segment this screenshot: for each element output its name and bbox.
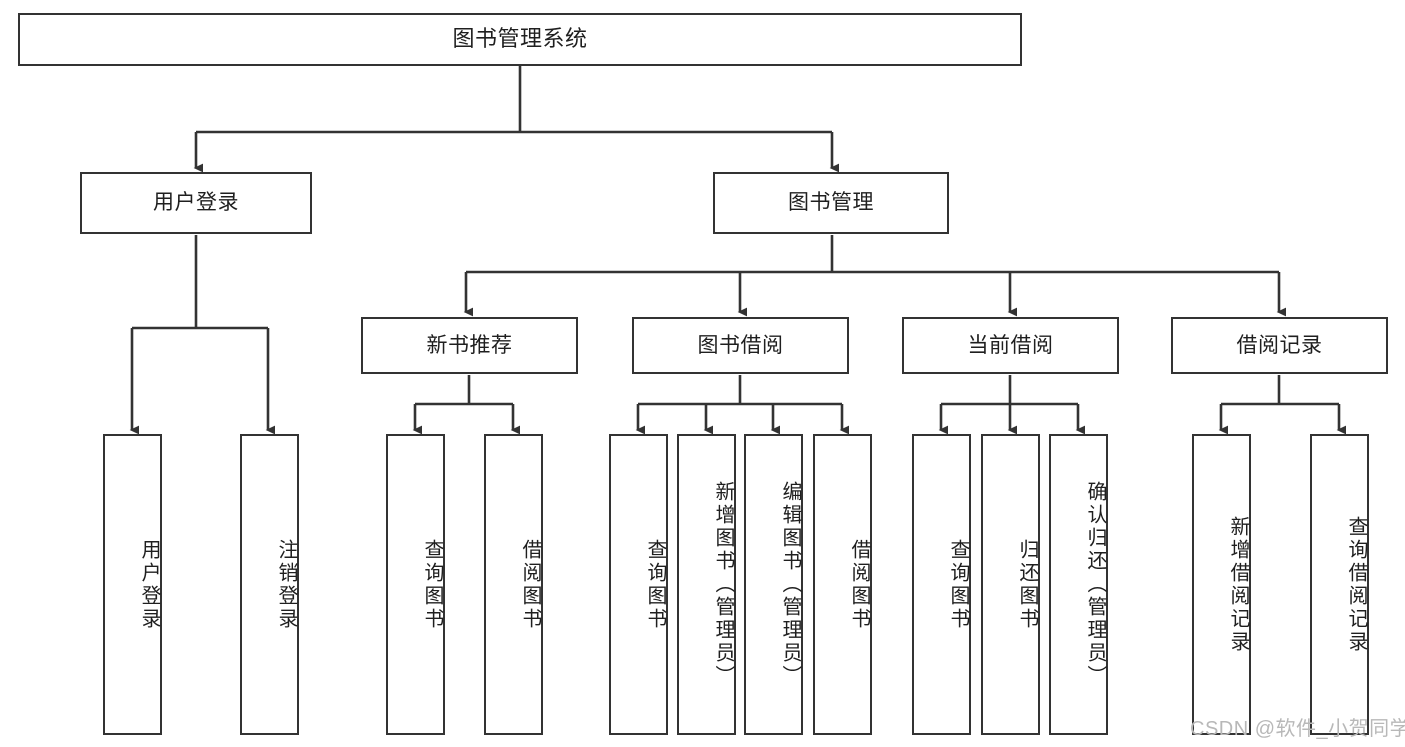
node-leaf-confirm-return[interactable]: 确认归还（管理员）: [1049, 434, 1108, 735]
node-borrow-record[interactable]: 借阅记录: [1171, 317, 1388, 374]
node-leaf-borrow-book-1-label: 借阅图书: [519, 538, 541, 631]
node-leaf-query-book-3-label: 查询图书: [947, 538, 969, 631]
node-leaf-return-book-label: 归还图书: [1016, 538, 1038, 631]
node-user-login-label: 用户登录: [153, 191, 239, 215]
node-root-system[interactable]: 图书管理系统: [18, 13, 1022, 66]
node-book-borrow-label: 图书借阅: [697, 333, 784, 357]
node-leaf-logout-label: 注销登录: [275, 538, 297, 631]
node-new-book-recommend-label: 新书推荐: [426, 333, 513, 357]
node-leaf-logout[interactable]: 注销登录: [240, 434, 299, 735]
node-leaf-add-book-label: 新增图书（管理员）: [712, 481, 734, 688]
node-leaf-user-login-label: 用户登录: [138, 538, 160, 631]
node-leaf-query-book-1-label: 查询图书: [421, 538, 443, 631]
node-leaf-query-book-3[interactable]: 查询图书: [912, 434, 971, 735]
node-root-label: 图书管理系统: [452, 26, 588, 52]
node-leaf-borrow-book-2-label: 借阅图书: [848, 538, 870, 631]
node-leaf-add-record[interactable]: 新增借阅记录: [1192, 434, 1251, 735]
csdn-watermark: CSDN @软件_小贺同学: [1190, 718, 1405, 740]
node-book-borrow[interactable]: 图书借阅: [632, 317, 849, 374]
node-borrow-record-label: 借阅记录: [1236, 333, 1323, 357]
node-leaf-confirm-return-label: 确认归还（管理员）: [1084, 481, 1106, 688]
node-leaf-user-login[interactable]: 用户登录: [103, 434, 162, 735]
node-leaf-query-record-label: 查询借阅记录: [1345, 515, 1367, 654]
node-leaf-borrow-book-2[interactable]: 借阅图书: [813, 434, 872, 735]
node-current-borrow-label: 当前借阅: [967, 333, 1054, 357]
node-leaf-query-book-1[interactable]: 查询图书: [386, 434, 445, 735]
node-leaf-query-book-2-label: 查询图书: [644, 538, 666, 631]
node-leaf-query-book-2[interactable]: 查询图书: [609, 434, 668, 735]
node-new-book-recommend[interactable]: 新书推荐: [361, 317, 578, 374]
node-leaf-borrow-book-1[interactable]: 借阅图书: [484, 434, 543, 735]
node-current-borrow[interactable]: 当前借阅: [902, 317, 1119, 374]
node-leaf-add-record-label: 新增借阅记录: [1227, 515, 1249, 654]
node-leaf-edit-book-label: 编辑图书（管理员）: [779, 481, 801, 688]
node-leaf-return-book[interactable]: 归还图书: [981, 434, 1040, 735]
node-book-manage[interactable]: 图书管理: [713, 172, 949, 234]
node-leaf-edit-book[interactable]: 编辑图书（管理员）: [744, 434, 803, 735]
node-leaf-add-book[interactable]: 新增图书（管理员）: [677, 434, 736, 735]
node-book-manage-label: 图书管理: [788, 191, 874, 215]
node-user-login[interactable]: 用户登录: [80, 172, 312, 234]
node-leaf-query-record[interactable]: 查询借阅记录: [1310, 434, 1369, 735]
